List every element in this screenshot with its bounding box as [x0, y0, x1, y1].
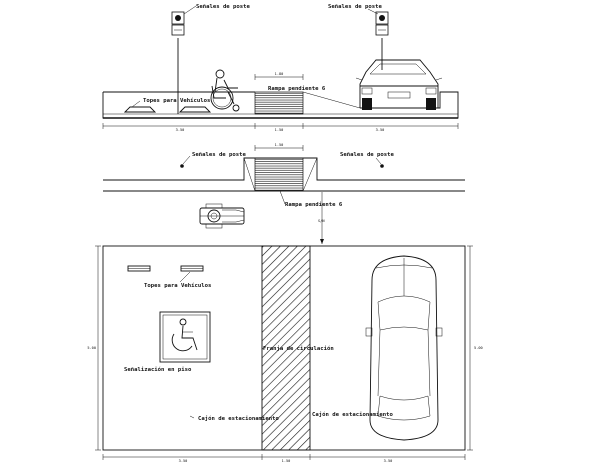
stall-right-label: Cajón de estacionamiento — [312, 411, 393, 418]
sign-post-icon — [171, 11, 185, 114]
slope-mark: S/N — [318, 219, 325, 223]
curb-plan-view: 1.50 Señales de poste Señales de poste R… — [103, 143, 465, 244]
ramp-width-dim: 1.80 — [275, 72, 284, 76]
car-icon — [365, 255, 443, 441]
wheel-stops-label: Topes para Vehículos — [143, 97, 210, 104]
wheel-stop-left-plan — [127, 265, 151, 272]
stall-left-label: Cajón de estacionamiento — [198, 415, 279, 422]
plan-height-right: 5.00 — [474, 346, 483, 350]
elev-dim-right: 3.50 — [376, 128, 385, 132]
elev-dim-mid: 1.50 — [275, 128, 284, 132]
ramp-label: Rampa pendiente 6 — [268, 86, 326, 92]
floor-sign-label: Señalización en piso — [124, 366, 192, 373]
aisle-hatch — [261, 245, 311, 451]
parking-plan-view: Topes para Vehículos Señalización en pis… — [87, 245, 483, 463]
plan-dim-right: 3.50 — [384, 459, 393, 463]
sign-post-icon — [375, 11, 389, 70]
wheelchair-icon — [199, 203, 245, 229]
curb-ramp-label: Rampa pendiente 6 — [285, 202, 343, 208]
plan-dim-left: 3.50 — [179, 459, 188, 463]
accessibility-sign-icon — [159, 311, 211, 363]
elevation-view: 1.80 Rampa pendiente 6 Topes para Vehícu… — [102, 4, 459, 132]
sign-left-label: Señales de poste — [196, 4, 251, 10]
curb-sign-right-label: Señales de poste — [340, 152, 395, 158]
wheelchair-icon — [210, 69, 240, 112]
plan-wheel-stops-label: Topes para Vehículos — [144, 282, 211, 289]
plan-height-left: 5.00 — [87, 346, 96, 350]
wheel-stop-right-plan — [180, 265, 204, 272]
ramp-elevation — [254, 91, 304, 115]
sign-right-label: Señales de poste — [328, 4, 383, 10]
car-icon — [355, 59, 443, 110]
elev-dim-left: 3.50 — [176, 128, 185, 132]
plan-dim-mid: 1.50 — [282, 459, 291, 463]
curb-ramp-width-dim: 1.50 — [275, 143, 284, 147]
wheel-stop-right-elevation — [178, 106, 212, 113]
wheel-stop-left-elevation — [123, 106, 157, 113]
curb-sign-left-label: Señales de poste — [192, 152, 247, 158]
sign-post-plan-right — [380, 164, 384, 168]
aisle-label: Franja de circulación — [263, 345, 334, 352]
sign-post-plan-left — [180, 164, 184, 168]
ramp-plan — [254, 157, 304, 192]
